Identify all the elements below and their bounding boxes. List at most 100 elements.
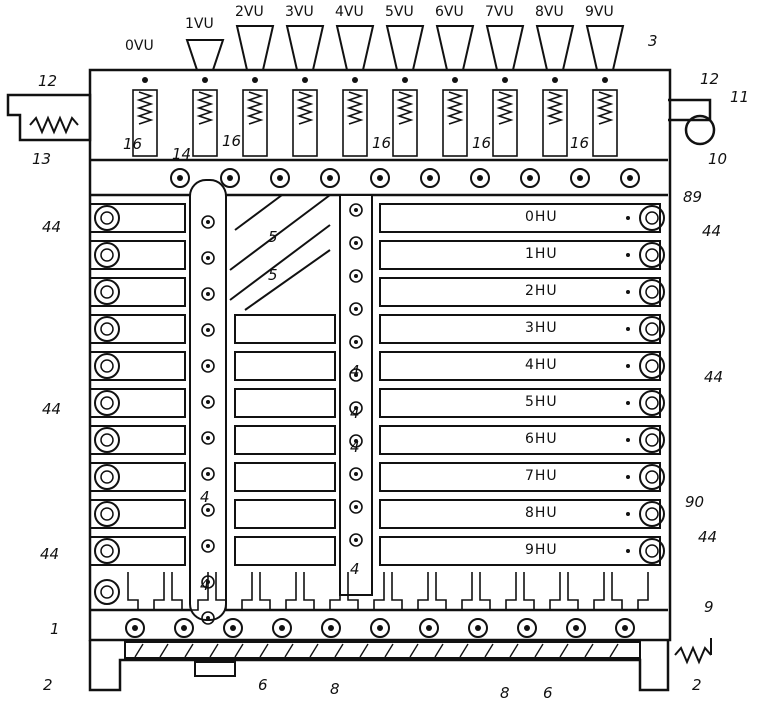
bottom-rivet-row xyxy=(125,618,635,638)
bottom-strip xyxy=(124,641,641,659)
spring-8 xyxy=(546,91,564,125)
hatch-10 xyxy=(384,643,394,658)
bottom-rivet-center-9 xyxy=(573,625,579,631)
right-roller-2 xyxy=(639,279,665,305)
left-bar-1 xyxy=(89,240,186,270)
funnel-5 xyxy=(385,25,425,71)
right-bar-dot-9 xyxy=(626,549,630,553)
right-bar-3 xyxy=(379,314,661,344)
spring-pin-9 xyxy=(602,77,608,83)
center-column-rivet-center-1 xyxy=(354,241,358,245)
ref-3: 3 xyxy=(648,32,658,50)
tooth-1 xyxy=(171,572,209,611)
center-column-rivet-center-4 xyxy=(354,340,358,344)
center-column-rivet-9 xyxy=(349,500,363,514)
center-column-rivet-8 xyxy=(349,467,363,481)
left-roller-inner-1 xyxy=(100,248,114,262)
ref-12-right: 12 xyxy=(700,70,720,88)
ref-4-e: 4 xyxy=(350,560,360,578)
right-roller-3 xyxy=(639,316,665,342)
spring-pin-7 xyxy=(502,77,508,83)
ref-16-a: 16 xyxy=(123,135,143,153)
right-roller-5 xyxy=(639,390,665,416)
spring-pin-1 xyxy=(202,77,208,83)
top-rivet-center-8 xyxy=(577,175,583,181)
center-column-rivet-center-9 xyxy=(354,505,358,509)
spring-3 xyxy=(296,91,314,125)
bottom-rivet-center-5 xyxy=(377,625,383,631)
right-bar-dot-4 xyxy=(626,364,630,368)
vu-label-1: 1VU xyxy=(185,16,214,32)
right-bar-0 xyxy=(379,203,661,233)
funnel-9 xyxy=(585,25,625,71)
left-column-rivet-center-9 xyxy=(206,544,210,548)
funnel-2 xyxy=(235,25,275,71)
left-bar-6 xyxy=(89,425,186,455)
funnel-4 xyxy=(335,25,375,71)
top-rivet-2 xyxy=(270,168,290,188)
vu-label-3: 3VU xyxy=(285,4,314,20)
ref-44-b: 44 xyxy=(702,222,722,240)
tooth-11 xyxy=(611,572,649,611)
ref-14: 14 xyxy=(172,145,192,163)
left-roller-0 xyxy=(94,205,120,231)
right-roller-inner-8 xyxy=(645,507,659,521)
hu-label-6: 6HU xyxy=(525,431,558,447)
left-roller-3 xyxy=(94,316,120,342)
left-column-rivet-center-2 xyxy=(206,292,210,296)
right-roller-inner-1 xyxy=(645,248,659,262)
hu-label-8: 8HU xyxy=(525,505,558,521)
bottom-rivet-7 xyxy=(468,618,488,638)
right-bar-dot-5 xyxy=(626,401,630,405)
right-bar-2 xyxy=(379,277,661,307)
hatch-8 xyxy=(334,643,344,658)
hatch-0 xyxy=(134,643,144,658)
frame-legs xyxy=(88,640,670,692)
bottom-rivet-center-6 xyxy=(426,625,432,631)
center-column-rivet-center-5 xyxy=(354,373,358,377)
mid-bar-7 xyxy=(234,462,336,492)
left-column-rivet-3 xyxy=(201,323,215,337)
spring-housing-0 xyxy=(132,89,158,157)
left-roller-inner-8 xyxy=(100,507,114,521)
ref-44-e: 44 xyxy=(698,528,718,546)
left-roller-5 xyxy=(94,390,120,416)
left-column-rivet-5 xyxy=(201,395,215,409)
tooth-10 xyxy=(567,572,605,611)
top-rivet-6 xyxy=(470,168,490,188)
left-roller-inner-6 xyxy=(100,433,114,447)
bottom-rivet-center-1 xyxy=(181,625,187,631)
ref-13: 13 xyxy=(32,150,52,168)
center-column-rivet-center-0 xyxy=(354,208,358,212)
right-bar-6 xyxy=(379,425,661,455)
spring-9 xyxy=(596,91,614,125)
ref-2-right: 2 xyxy=(692,676,702,694)
left-roller-4 xyxy=(94,353,120,379)
vu-label-8: 8VU xyxy=(535,4,564,20)
left-roller-8 xyxy=(94,501,120,527)
right-bar-dot-3 xyxy=(626,327,630,331)
bottom-rivet-2 xyxy=(223,618,243,638)
hatch-18 xyxy=(584,643,594,658)
slat-5-d xyxy=(244,249,331,311)
center-column-rivet-center-7 xyxy=(354,439,358,443)
center-column-rivet-2 xyxy=(349,269,363,283)
spring-pin-0 xyxy=(142,77,148,83)
left-column-rivet-8 xyxy=(201,503,215,517)
spring-housing-1 xyxy=(192,89,218,157)
ref-4-c: 4 xyxy=(200,488,210,506)
left-bar-8 xyxy=(89,499,186,529)
ref-16-e: 16 xyxy=(570,134,590,152)
center-column-rivet-center-3 xyxy=(354,307,358,311)
hatch-7 xyxy=(309,643,319,658)
bottom-rivet-8 xyxy=(517,618,537,638)
spring-housing-3 xyxy=(292,89,318,157)
spring-pin-8 xyxy=(552,77,558,83)
tooth-3 xyxy=(259,572,297,611)
center-column-rivet-1 xyxy=(349,236,363,250)
right-roller-inner-4 xyxy=(645,359,659,373)
hu-label-3: 3HU xyxy=(525,320,558,336)
center-column-rivet-10 xyxy=(349,533,363,547)
left-column-rivet-center-4 xyxy=(206,364,210,368)
